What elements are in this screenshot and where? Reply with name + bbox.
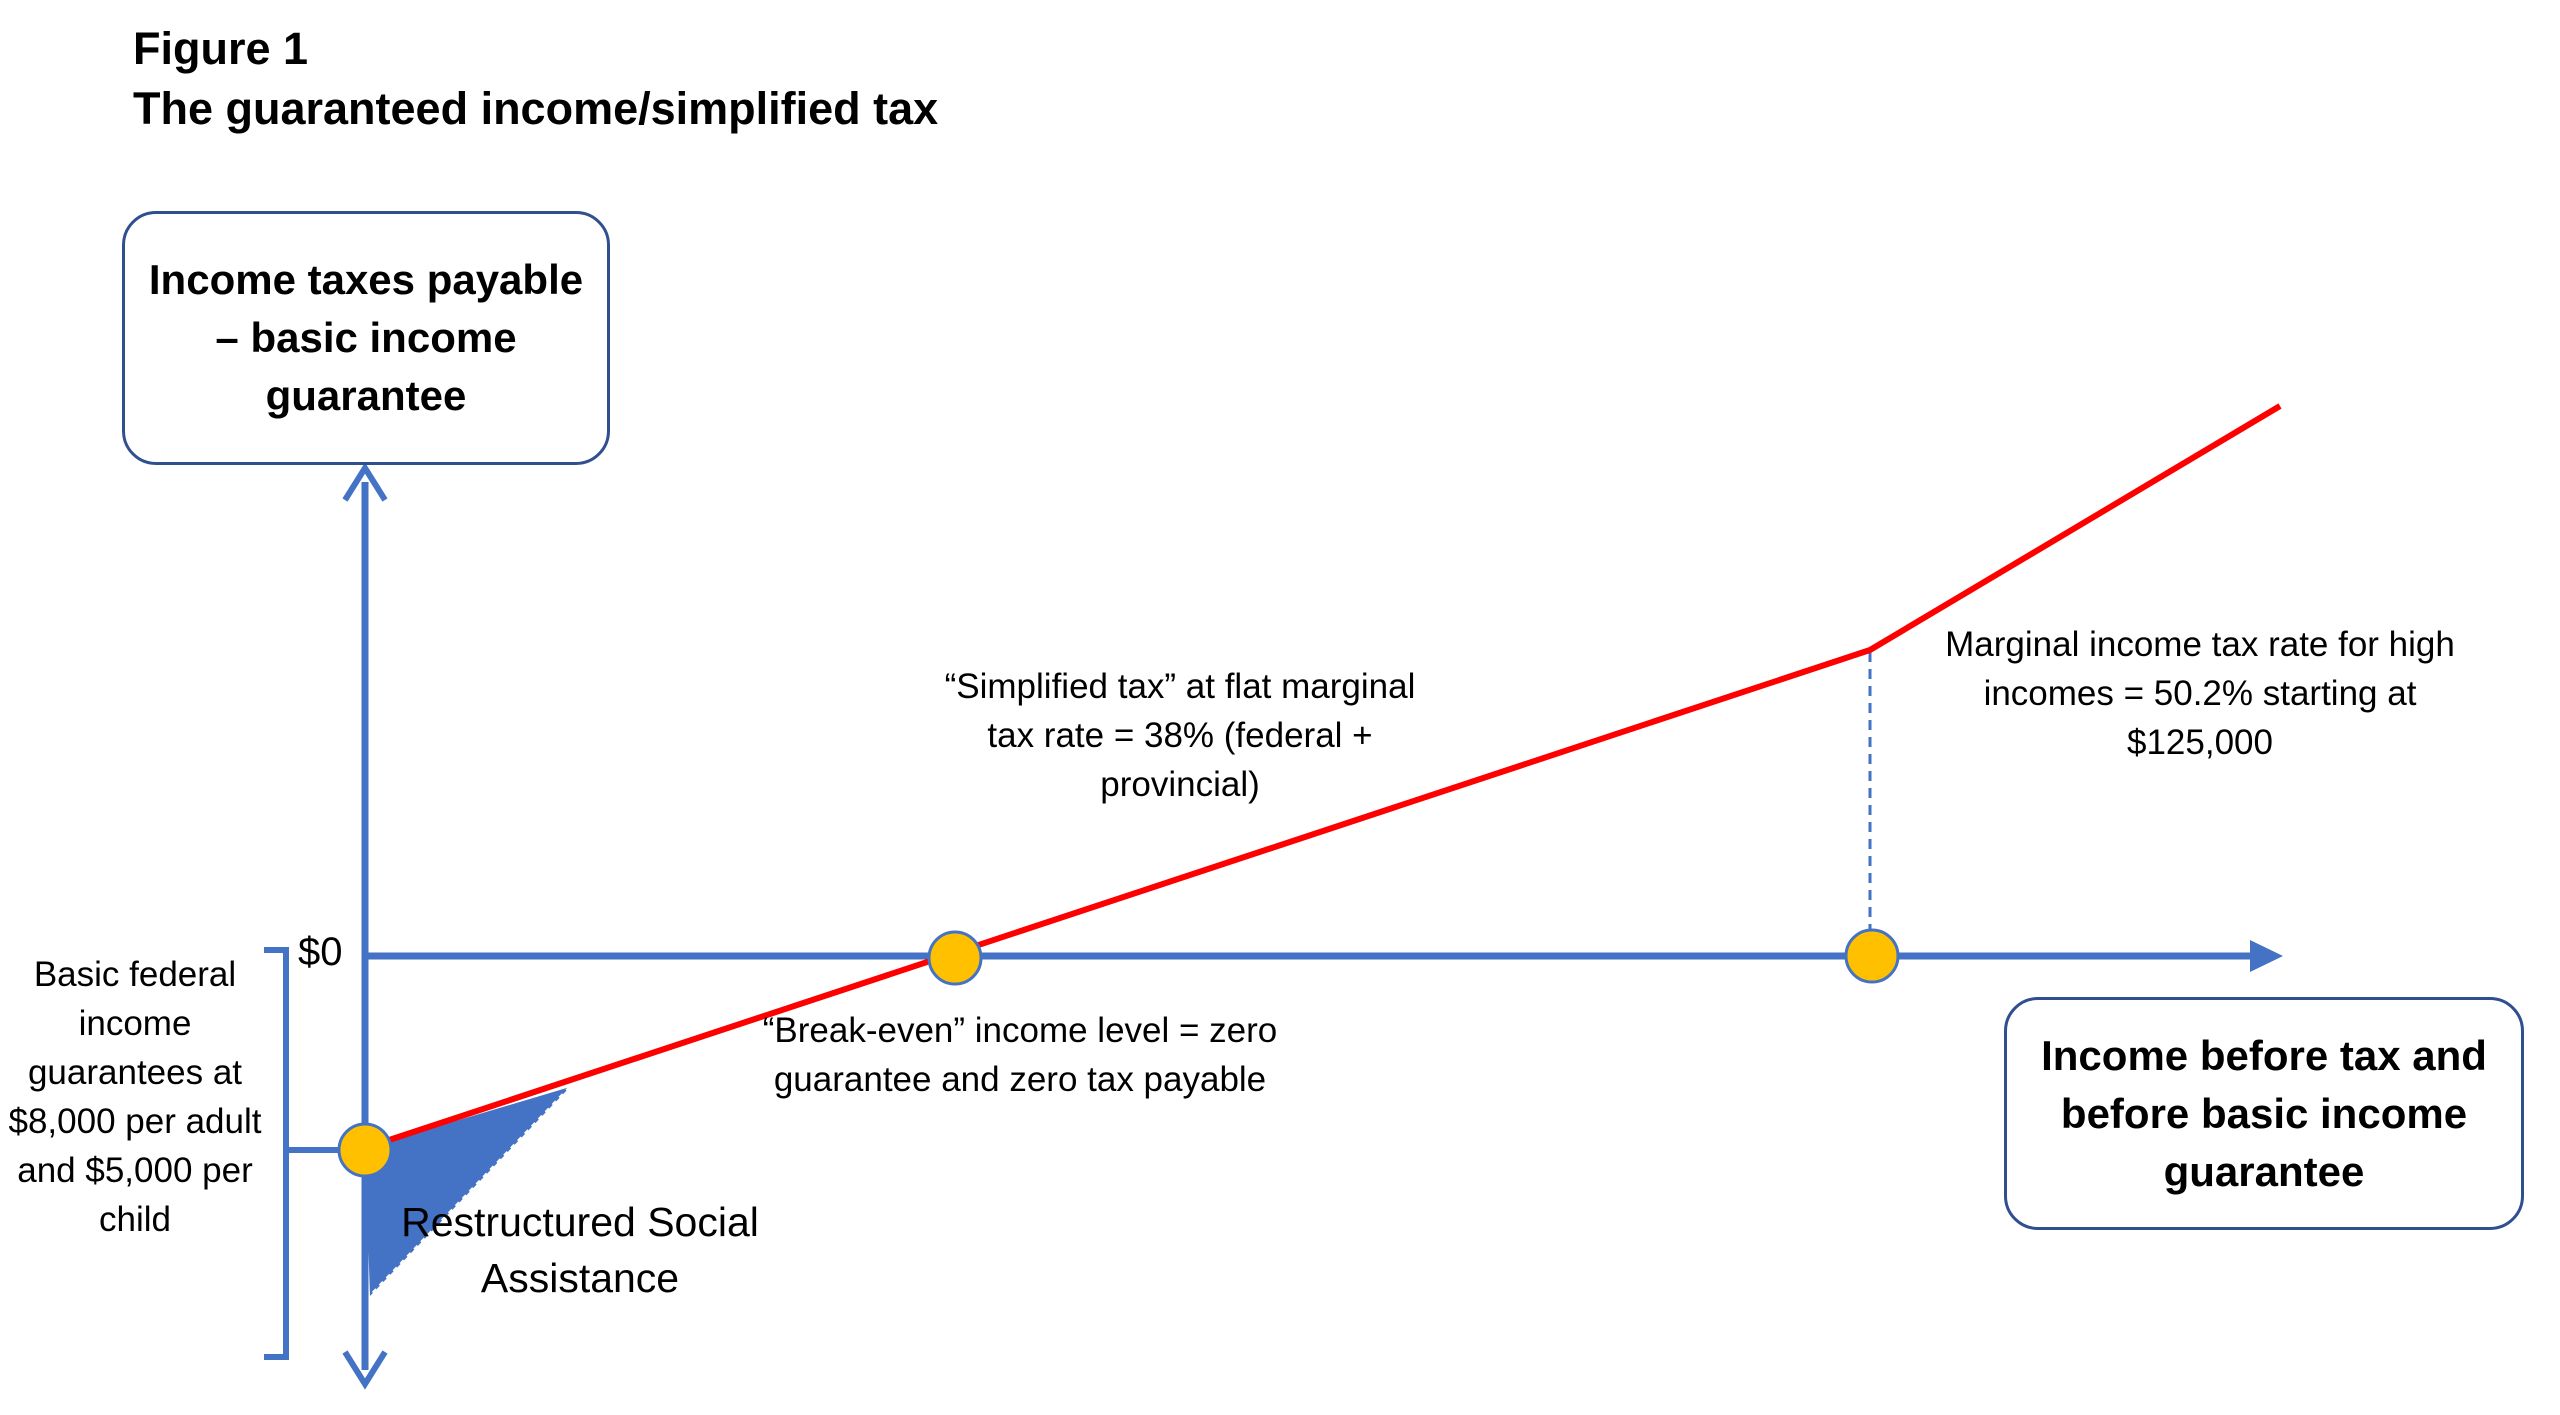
high-income-annotation: Marginal income tax rate for high income… [1945, 625, 2455, 762]
y-axis-label-box: Income taxes payable – basic income guar… [122, 211, 610, 465]
break-even-point [927, 930, 983, 986]
simplified-tax-annotation: “Simplified tax” at flat marginal tax ra… [944, 667, 1416, 804]
x-axis-label: Income before tax and before basic incom… [2041, 1031, 2487, 1195]
zero-label: $0 [298, 930, 343, 974]
break-even-annotation: “Break-even” income level = zero guarant… [762, 1011, 1278, 1099]
figure-title: The guaranteed income/simplified tax [133, 83, 939, 134]
guarantee-annotation: Basic federal income guarantees at $8,00… [8, 955, 262, 1239]
x-axis-arrow [2250, 940, 2283, 972]
figure-label: Figure 1 [133, 23, 309, 74]
y-axis-arrow-down [342, 1350, 388, 1390]
social-assistance-annotation: Restructured Social Assistance [401, 1199, 759, 1301]
guarantee-point [337, 1122, 393, 1178]
x-axis-label-box: Income before tax and before basic incom… [2004, 997, 2524, 1230]
y-axis-arrow-up [342, 462, 388, 502]
y-axis-label: Income taxes payable – basic income guar… [148, 256, 584, 419]
high-income-threshold-point [1844, 928, 1900, 984]
social-assistance-edge [368, 1085, 572, 1298]
tax-schedule-line [364, 403, 2282, 1151]
